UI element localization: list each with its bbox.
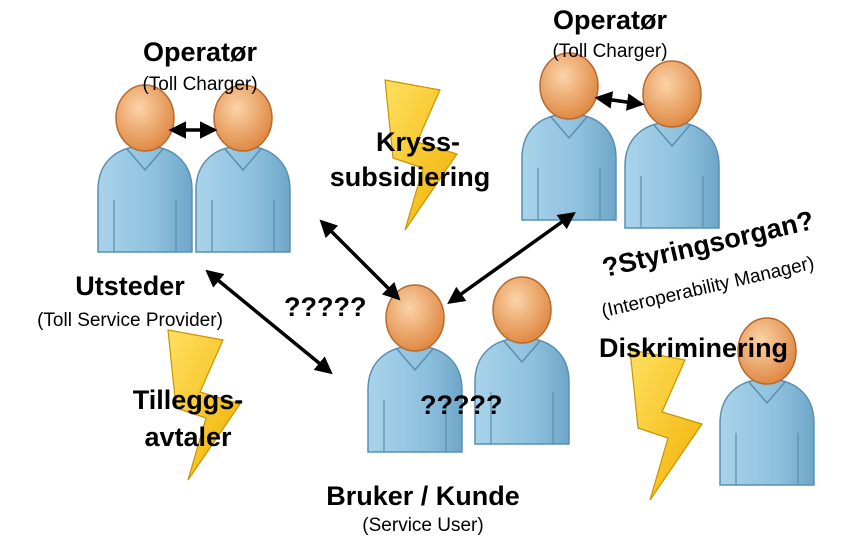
operator-right-title: Operatør — [552, 5, 668, 35]
lightning-bolt-icon — [629, 349, 703, 501]
side-agreements-line1: Tilleggs- — [132, 385, 244, 415]
person-icon — [195, 84, 291, 253]
side-agreements-line2: avtaler — [144, 422, 232, 452]
operator-left-title: Operatør — [142, 37, 258, 67]
issuer-subtitle: (Toll Service Provider) — [37, 310, 223, 331]
person-icon — [521, 52, 617, 221]
person-icon — [367, 284, 463, 453]
discrimination-label: Diskriminering — [599, 333, 789, 363]
unknown-relation-left: ????? — [284, 292, 367, 322]
user-subtitle: (Service User) — [362, 515, 484, 536]
operator-link-arrow-right — [594, 91, 645, 111]
arrow-operator-right-to-user — [447, 211, 576, 305]
person-icon — [97, 84, 193, 253]
unknown-relation-center: ????? — [420, 390, 503, 420]
arrow-issuer-to-user — [205, 269, 333, 375]
operator-left-subtitle: (Toll Charger) — [142, 74, 258, 95]
cross-subsidy-line2: subsidiering — [329, 162, 491, 192]
person-icon — [624, 60, 720, 229]
user-title: Bruker / Kunde — [326, 481, 520, 511]
cross-subsidy-line1: Kryss- — [375, 127, 461, 157]
arrow-operator-to-user — [319, 219, 401, 301]
issuer-title: Utsteder — [75, 271, 185, 301]
operator-right-subtitle: (Toll Charger) — [552, 41, 668, 62]
